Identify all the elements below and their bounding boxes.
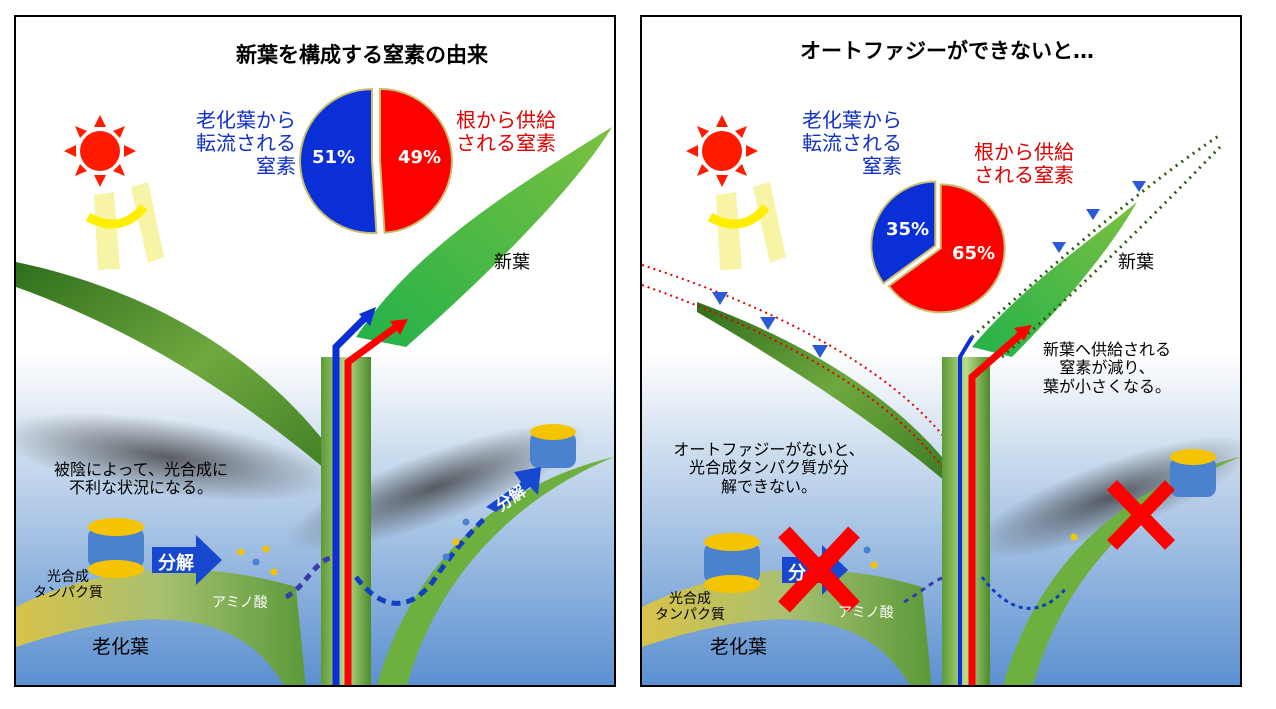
panel-title: 新葉を構成する窒素の由来 [236,43,488,67]
pie-slice-senescent [299,88,378,235]
protein-complex-icon [704,533,760,593]
pie-root-pct: 49% [398,147,442,168]
senescent-source-label: 老化葉から 転流される 窒素 [196,108,296,178]
root-source-label: 根から供給 される窒素 [974,140,1074,187]
shade-note: 被陰によって、光合成に 不利な状況になる。 [54,460,228,498]
amino-acid-label: アミノ酸 [212,595,268,611]
new-leaf-label: 新葉 [494,252,530,273]
senescent-source-label: 老化葉から 転流される 窒素 [802,108,902,178]
degrade-label: 分 [788,563,806,584]
left-illustration [16,17,614,685]
old-leaf-label: 老化葉 [710,636,768,658]
old-leaf-label: 老化葉 [92,636,150,658]
root-source-label: 根から供給 される窒素 [456,108,556,155]
new-leaf-label: 新葉 [1118,252,1154,273]
pie-slice-senescent [870,180,937,285]
panel-no-autophagy: オートファジーができないと… 老化葉から 転流される 窒素 根から供給 される窒… [640,15,1242,687]
pie-chart-left [299,87,453,235]
pie-slice-root [887,183,1006,314]
panel-title: オートファジーができないと… [800,39,1094,63]
protein-complex-icon [88,518,144,578]
pie-senescent-pct: 51% [312,147,356,168]
degrade-label: 分解 [158,553,194,574]
pie-root-pct: 65% [952,243,996,264]
no-autophagy-note: オートファジーがないと、 光合成タンパク質が分 解できない。 [673,440,865,496]
result-note: 新葉へ供給される 窒素が減り、 葉が小さくなる。 [1042,340,1171,396]
right-illustration [642,17,1240,685]
cross-mark-icon [778,526,860,613]
sun-icon [686,115,758,187]
sun-icon [64,115,136,187]
protein-complex-icon [530,424,576,468]
protein-complex-icon [1170,449,1216,497]
panel-normal: 新葉を構成する窒素の由来 老化葉から 転流される 窒素 根から供給 される窒素 … [14,15,616,687]
pie-chart-right [870,180,1006,314]
pie-senescent-pct: 35% [886,219,930,240]
protein-label: 光合成 タンパク質 [33,569,103,602]
amino-acid-label: アミノ酸 [838,605,894,621]
protein-label: 光合成 タンパク質 [655,591,725,624]
pie-slice-root [378,87,453,234]
cross-mark-icon [1106,480,1176,550]
